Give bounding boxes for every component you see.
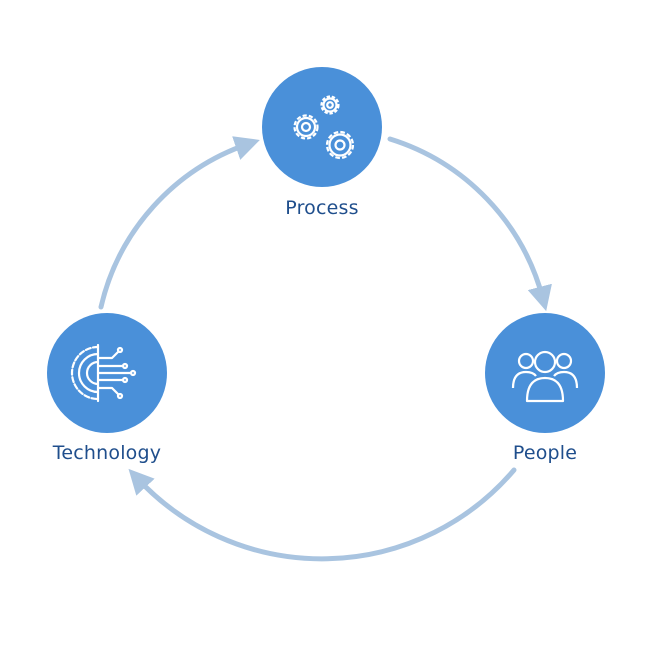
gears-icon [293,95,355,160]
circuit-gear-icon [70,343,137,403]
node-technology [47,313,167,433]
arrow-process-to-people [387,136,552,312]
node-label-process: Process [285,197,359,219]
arrow-technology-to-process [98,136,260,310]
arrow-people-to-technology [128,467,517,562]
node-people [485,313,605,433]
node-process [262,67,382,187]
node-label-technology: Technology [52,442,162,464]
node-label-people: People [512,442,578,464]
people-group-icon [511,350,579,403]
